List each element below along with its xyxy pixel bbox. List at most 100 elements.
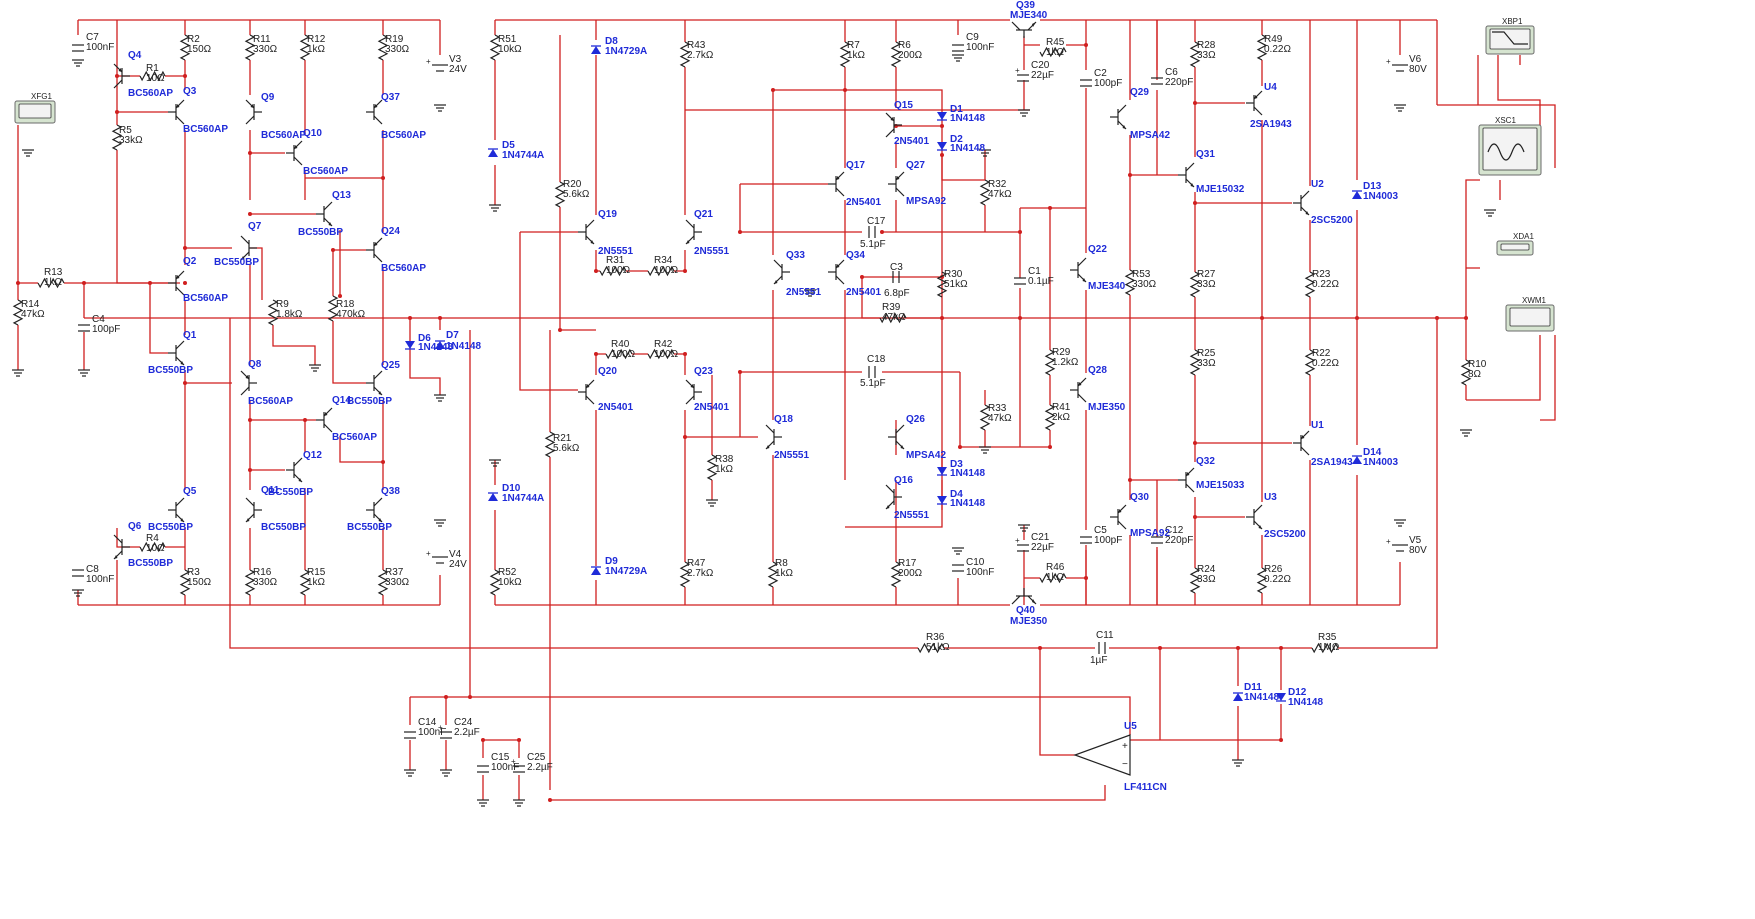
capacitor-c1[interactable]: C10.1µF (1014, 266, 1054, 287)
instrument-xsc1[interactable]: XSC1 (1478, 116, 1542, 176)
capacitor-c3[interactable]: C36.8pF (884, 262, 910, 299)
instrument-xda1[interactable]: XDA1 (1496, 232, 1534, 256)
resistor-r9[interactable]: R91.8kΩ (267, 299, 303, 326)
